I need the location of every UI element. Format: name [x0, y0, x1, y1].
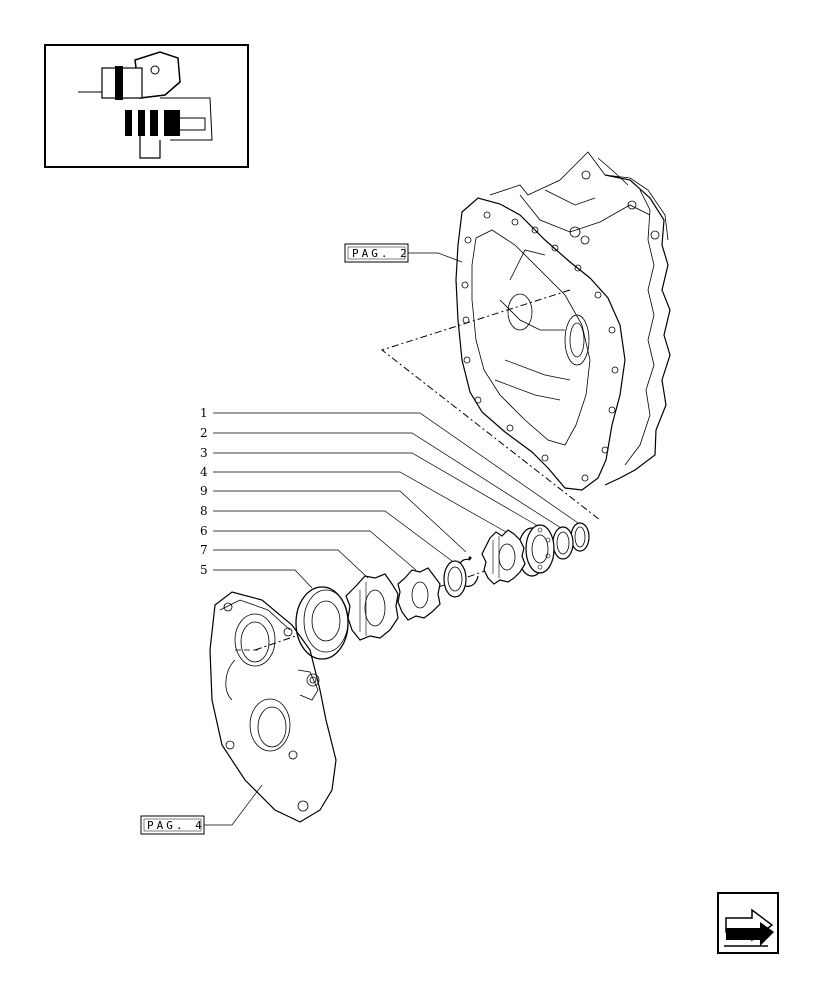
pag-2-label: PAG. 2	[352, 247, 410, 260]
part-2-washer[interactable]	[552, 526, 574, 560]
callout-6[interactable]: 6	[200, 524, 417, 571]
pag-4-reference[interactable]: PAG. 4	[140, 784, 263, 835]
callout-3[interactable]: 3	[200, 446, 539, 527]
assembly-axis-line	[380, 289, 601, 521]
callout-number: 6	[200, 524, 208, 538]
next-page-button[interactable]	[717, 892, 779, 954]
callout-5[interactable]: 5	[200, 563, 313, 589]
callout-number: 7	[200, 543, 208, 557]
locator-thumbnail[interactable]	[44, 44, 249, 168]
callout-number: 5	[200, 563, 208, 577]
part-8-washer[interactable]	[443, 560, 467, 598]
cover-plate	[209, 591, 337, 823]
part-1-snap-ring[interactable]	[570, 522, 590, 552]
callout-4[interactable]: 4	[200, 465, 507, 533]
callout-7[interactable]: 7	[200, 543, 369, 579]
pag-2-reference[interactable]: PAG. 2	[344, 243, 463, 263]
part-4-gear[interactable]	[481, 529, 526, 585]
callout-number: 2	[200, 426, 208, 440]
callout-number: 1	[200, 406, 208, 420]
part-5-seal[interactable]	[295, 586, 349, 660]
callout-9[interactable]: 9	[200, 484, 467, 553]
next-page-arrow-icon	[724, 908, 774, 947]
part-7-gear[interactable]	[345, 573, 399, 641]
callout-2[interactable]: 2	[200, 426, 562, 529]
transmission-housing	[455, 151, 671, 491]
gearbox-section-thumbnail-icon	[78, 51, 213, 159]
pag-4-label: PAG. 4	[147, 819, 205, 832]
callout-8[interactable]: 8	[200, 504, 453, 562]
part-6-gear[interactable]	[397, 567, 441, 621]
callout-number: 9	[200, 484, 208, 498]
callout-number: 3	[200, 446, 208, 460]
callout-number: 4	[200, 465, 208, 479]
callout-1[interactable]: 1	[200, 406, 579, 524]
callout-number: 8	[200, 504, 208, 518]
